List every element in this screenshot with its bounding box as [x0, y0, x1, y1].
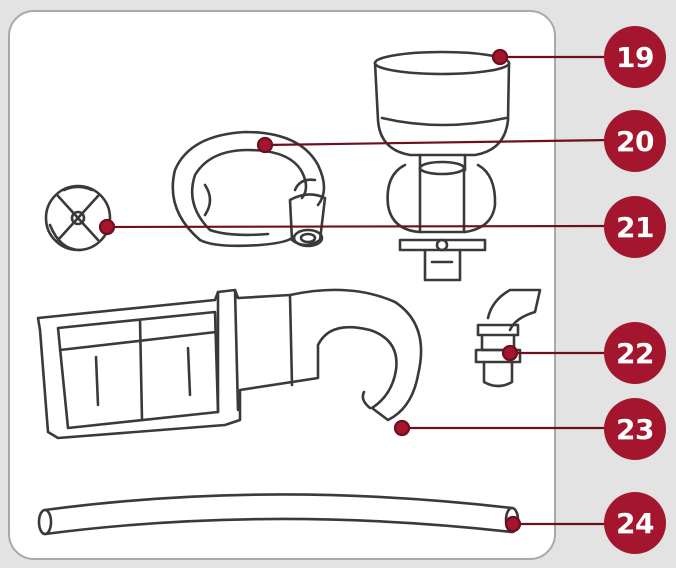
callout-19: 19: [604, 26, 666, 88]
leader-dot-22: [501, 344, 519, 362]
leader-dot-20: [256, 136, 274, 154]
part-21-cap: [44, 184, 112, 252]
callout-21: 21: [604, 196, 666, 258]
callout-23: 23: [604, 398, 666, 460]
leader-dot-21: [98, 218, 116, 236]
leader-dot-24: [504, 515, 522, 533]
part-20-ring: [171, 130, 327, 248]
part-22-elbow: [474, 288, 542, 388]
leader-20: [264, 138, 611, 147]
callout-24: 24: [604, 492, 666, 554]
diagram-panel: [8, 10, 556, 560]
leader-dot-19: [491, 48, 509, 66]
part-23-tray: [36, 288, 423, 440]
part-19-funnel: [373, 50, 511, 282]
leader-dot-23: [393, 419, 411, 437]
callout-20: 20: [604, 110, 666, 172]
part-24-hose: [37, 493, 520, 536]
callout-22: 22: [604, 322, 666, 384]
leader-lines: [98, 48, 611, 533]
leader-21: [106, 224, 611, 229]
